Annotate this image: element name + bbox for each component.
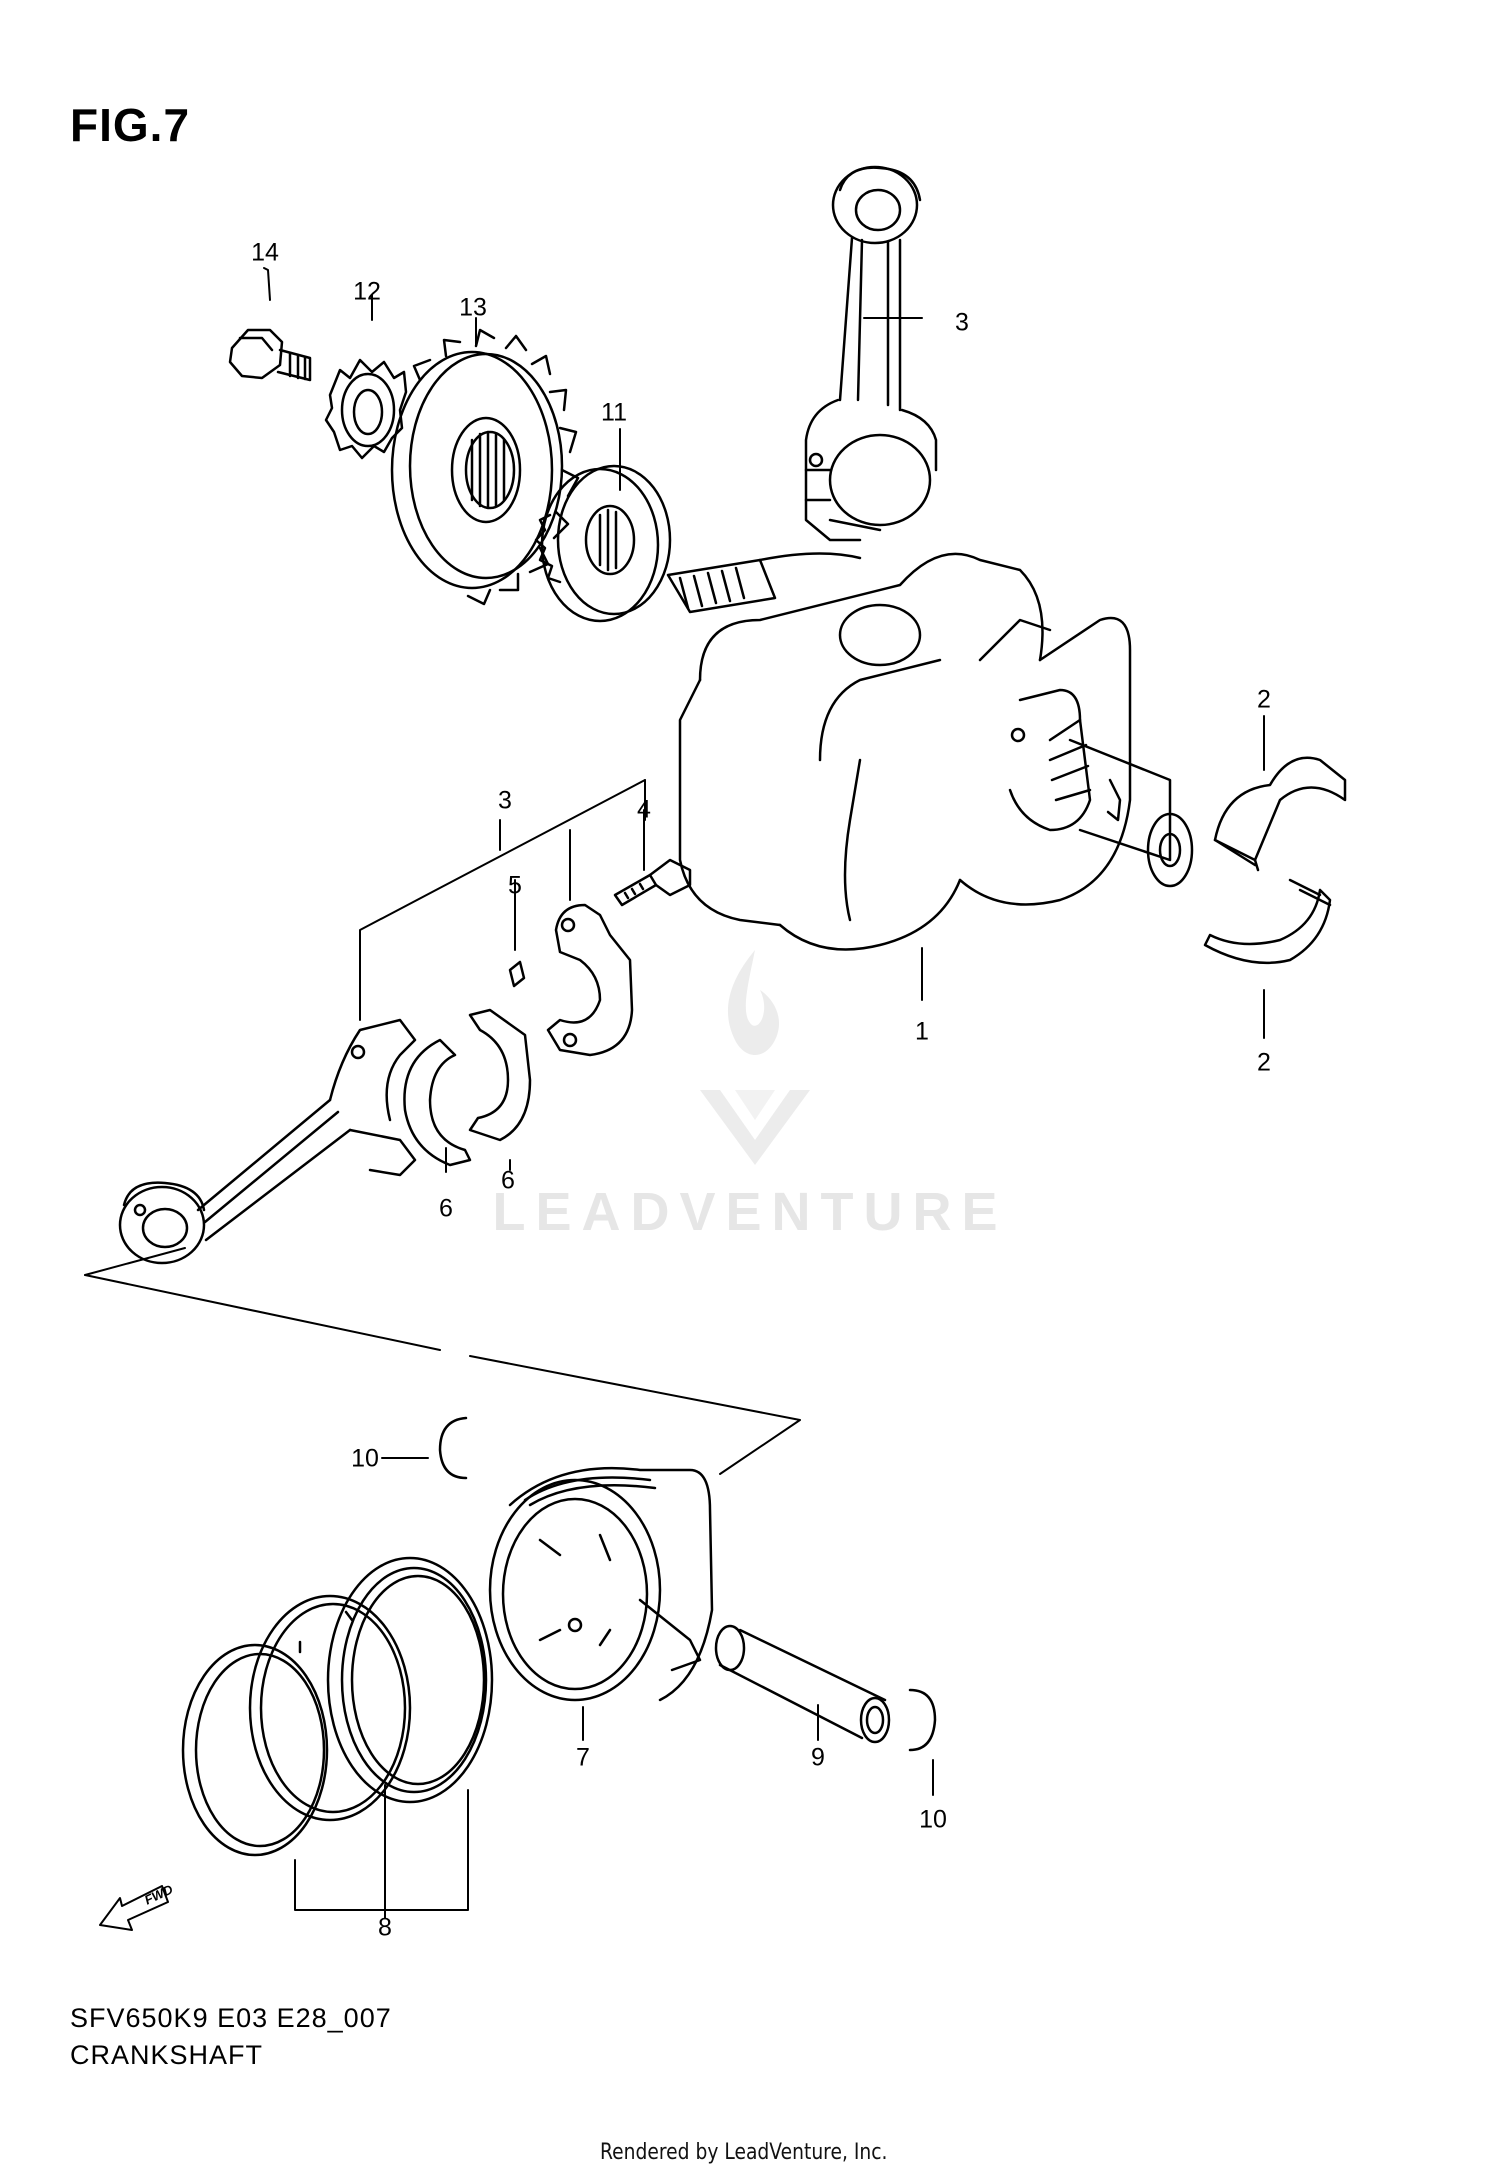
fwd-arrow-icon bbox=[99, 1885, 169, 1931]
part-12-small-gear bbox=[324, 358, 408, 460]
part-10-circlip-left bbox=[438, 1416, 468, 1480]
part-6-bearing-shell-right bbox=[468, 1008, 532, 1142]
part-10-circlip-right bbox=[908, 1688, 937, 1752]
rendered-by-credit: Rendered by LeadVenture, Inc. bbox=[600, 2140, 888, 2165]
part-7-piston bbox=[488, 1466, 714, 1702]
part-13-primary-drive-gear bbox=[390, 328, 580, 606]
callout-3-lower: 3 bbox=[498, 786, 512, 815]
part-3-rod-cap bbox=[546, 903, 634, 1057]
leader-lines bbox=[84, 267, 1265, 1919]
part-6-bearing-shell-left bbox=[403, 1038, 472, 1167]
callout-5: 5 bbox=[508, 871, 522, 900]
part-8-piston-rings bbox=[181, 1556, 494, 1857]
callout-10-left: 10 bbox=[351, 1444, 379, 1473]
part-9-piston-pin bbox=[714, 1624, 891, 1744]
part-2-bearing-lower bbox=[1203, 878, 1332, 965]
part-11-gear-washer bbox=[534, 464, 672, 623]
callout-2-lower: 2 bbox=[1257, 1048, 1271, 1077]
callout-11: 11 bbox=[601, 398, 627, 427]
callout-13: 13 bbox=[459, 293, 487, 322]
callout-6-right: 6 bbox=[501, 1166, 515, 1195]
part-3-connecting-rod-top bbox=[804, 165, 938, 542]
callout-9: 9 bbox=[811, 1743, 825, 1772]
callout-12: 12 bbox=[353, 277, 381, 306]
model-code: SFV650K9 E03 E28_007 bbox=[70, 2003, 392, 2033]
callout-3-upper: 3 bbox=[955, 308, 969, 337]
callout-7: 7 bbox=[576, 1743, 590, 1772]
callout-14: 14 bbox=[251, 238, 279, 267]
callout-8: 8 bbox=[378, 1913, 392, 1942]
callout-2-upper: 2 bbox=[1257, 685, 1271, 714]
part-14-flange-bolt bbox=[228, 328, 312, 382]
callout-4: 4 bbox=[637, 795, 651, 824]
leadventure-watermark-logo bbox=[700, 950, 810, 1165]
part-5-dowel-pin bbox=[508, 960, 526, 988]
figure-title: FIG.7 bbox=[70, 99, 191, 151]
part-4-rod-bolt bbox=[613, 858, 692, 907]
part-1-crankshaft bbox=[666, 552, 1194, 951]
part-2-bearing-upper bbox=[1213, 756, 1347, 872]
callout-6-left: 6 bbox=[439, 1194, 453, 1223]
callout-1: 1 bbox=[915, 1017, 929, 1046]
section-name: CRANKSHAFT bbox=[70, 2040, 264, 2070]
watermark-text: LEADVENTURE bbox=[492, 1182, 1008, 1242]
part-3-connecting-rod-lower bbox=[118, 1018, 417, 1265]
callout-10-right: 10 bbox=[919, 1805, 947, 1834]
